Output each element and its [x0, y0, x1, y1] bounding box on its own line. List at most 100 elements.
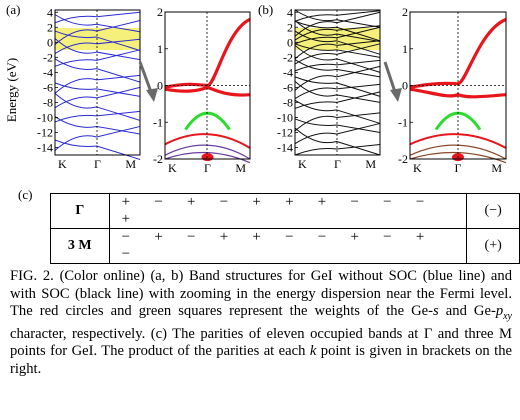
parity-sign: −	[350, 194, 359, 210]
panel-b-zoom-yticks: 2 1 0 -1 -2	[398, 5, 413, 166]
panel-b-zoom-y-tick-label: 1	[402, 42, 408, 56]
panel-b-y-tick-label: -2	[283, 50, 293, 64]
caption-text-1: (Color online) (a, b) Band structures fo…	[10, 268, 513, 320]
panel-a-x-tick-label: K	[58, 157, 67, 171]
kpoint-label: 3 M	[50, 228, 110, 264]
band-curve	[294, 30, 381, 55]
panel-b-y-tick-label: -6	[283, 80, 293, 94]
panel-a-zoom-y-tick-label: 1	[157, 42, 163, 56]
panel-a-zoom-y-tick-label: 0	[157, 79, 163, 93]
band-curve	[294, 83, 381, 100]
panel-b-zoom-y-tick-label: -2	[398, 152, 408, 166]
parity-sign: −	[187, 229, 196, 245]
panel-b-zoom-x-tick-label: Γ	[455, 161, 462, 175]
parity-sign: −	[154, 194, 163, 210]
panel-b-zoom-y-tick-label: 0	[402, 79, 408, 93]
panel-a-y-tick-label: -12	[37, 125, 53, 139]
panel-a-y-tick-label: -4	[43, 65, 53, 79]
caption-pxy: pxy	[495, 303, 512, 323]
panel-a-y-tick-label: 0	[47, 35, 53, 49]
kpoint-label: Γ	[50, 193, 110, 229]
panel-a-x-tick-label: Γ	[94, 157, 101, 171]
parity-product: (+)	[466, 228, 520, 264]
lower-band	[164, 133, 251, 149]
band-curve	[54, 14, 141, 33]
panel-a-frame	[54, 9, 141, 156]
panel-a-yticks: 420-2-4-6-8-10-12-14	[37, 5, 58, 154]
y-axis-label: Energy (eV)	[4, 58, 19, 122]
ge-s-weight-cluster	[201, 153, 214, 162]
band-curve	[294, 122, 381, 145]
band-curve	[54, 139, 141, 160]
parity-sign: +	[350, 229, 359, 245]
panel-a-zoom-x-tick-label: Γ	[204, 161, 211, 175]
panel-a-y-tick-label: -10	[37, 110, 53, 124]
band-curve	[294, 127, 381, 156]
band-curve	[54, 38, 141, 61]
panel-b-y-tick-label: 0	[287, 35, 293, 49]
band-curve	[54, 49, 141, 67]
band-curve	[54, 116, 141, 135]
band-curve	[294, 112, 381, 132]
parity-sign: +	[219, 229, 229, 245]
panel-b-y-tick-label: -12	[277, 125, 293, 139]
parity-row-m: 3 M −+−++−−+−+− (+)	[50, 228, 520, 264]
band-structure-figure: (a) (b) Energy (eV) 420-2-4-6-8-10-12-14…	[4, 2, 507, 175]
panel-b-zoom-x-tick-label: M	[491, 161, 502, 175]
band-curve	[294, 59, 381, 72]
band-curve	[294, 43, 381, 58]
zoom-arrow-b	[383, 61, 402, 102]
panel-b-y-tick-label: -4	[283, 65, 293, 79]
conduction-band	[164, 17, 251, 89]
parity-row-gamma: Γ +−+−+++−−−+ (−)	[50, 193, 520, 229]
caption-k: k	[309, 343, 317, 360]
panel-a-y-tick-label: -8	[43, 95, 53, 109]
band-curve	[54, 86, 141, 109]
band-curve	[294, 76, 381, 97]
parity-sign: −	[317, 229, 327, 245]
band-curve	[294, 143, 381, 156]
panel-b-y-tick-label: 2	[287, 20, 293, 34]
panel-b-x-tick-label: M	[365, 157, 376, 171]
panel-c-label: (c)	[18, 187, 33, 202]
figure-caption: FIG. 2. (Color online) (a, b) Band struc…	[10, 268, 512, 378]
panel-b-y-tick-label: 4	[287, 5, 293, 19]
panel-b-x-tick-label: K	[298, 157, 307, 171]
parity-sign: −	[383, 229, 392, 245]
panel-b-y-tick-label: -14	[277, 140, 293, 154]
panel-b-zoom-y-tick-label: 2	[402, 5, 408, 19]
parity-sign: −	[121, 246, 131, 262]
panel-b-frame	[294, 9, 381, 156]
parity-sign: −	[121, 229, 131, 245]
panel-a-y-tick-label: 2	[47, 20, 53, 34]
valence-band	[164, 85, 251, 97]
band-curve	[294, 9, 381, 28]
caption-text-4: point is given in brackets on the right.	[10, 343, 512, 377]
band-curve	[54, 125, 141, 151]
parity-sign: +	[154, 229, 163, 245]
panel-a-zoom-y-tick-label: -2	[153, 152, 163, 166]
parity-sign: +	[415, 229, 425, 245]
panel-a-zoom-y-tick-label: 2	[157, 5, 163, 19]
panel-a-zoom-yticks: 210-1-2	[153, 5, 168, 166]
parity-sign: +	[121, 211, 131, 227]
panel-a-zoom-x-tick-label: K	[168, 161, 177, 175]
lower-band	[409, 133, 507, 149]
panel-b-yticks: 420-2-4-6-8-10-12-14	[277, 5, 298, 154]
panel-b-zoom-y-tick-label: -1	[398, 115, 408, 129]
band-curve	[294, 59, 381, 78]
band-curve	[294, 65, 381, 91]
panel-a-zoom-bands	[164, 17, 251, 164]
caption-text-3: character, respectively. (c) The paritie…	[10, 325, 512, 360]
panel-a-y-tick-label: 4	[47, 5, 53, 19]
zoom-arrow-a	[138, 61, 158, 102]
parity-sign: +	[317, 194, 327, 210]
panel-a-label: (a)	[6, 2, 20, 17]
panel-b-y-tick-label: -8	[283, 95, 293, 109]
